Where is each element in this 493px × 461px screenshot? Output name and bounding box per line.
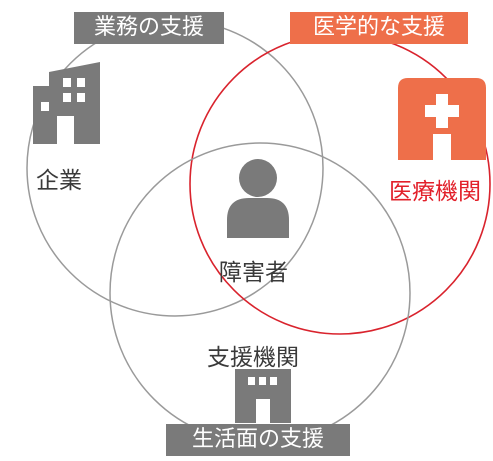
person-label: 障害者 — [219, 260, 288, 286]
business-support-label: 業務の支援 — [74, 12, 224, 44]
medical-support-label: 医学的な支援 — [290, 12, 468, 44]
medical-institution-label: 医療機関 — [389, 179, 481, 205]
person-icon — [227, 159, 289, 238]
daily-life-support-label: 生活面の支援 — [166, 424, 350, 456]
hospital-building-icon — [398, 78, 486, 160]
support-building-icon — [235, 369, 291, 423]
support-institution-label: 支援機関 — [207, 345, 299, 371]
office-building-icon — [33, 62, 100, 144]
company-label: 企業 — [36, 168, 82, 194]
